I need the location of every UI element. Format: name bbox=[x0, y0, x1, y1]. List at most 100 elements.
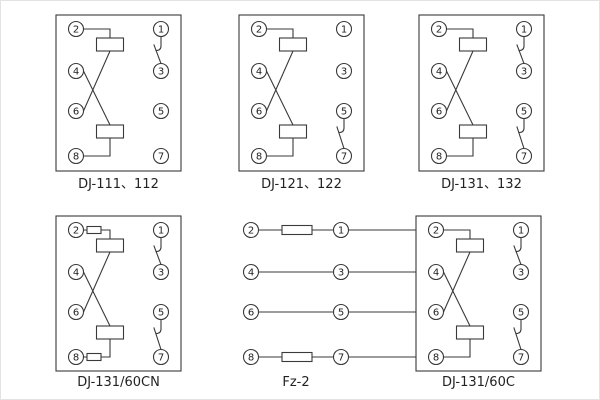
terminal-5: 5 bbox=[152, 303, 170, 321]
terminal-6: 6 bbox=[427, 303, 445, 321]
coil bbox=[458, 37, 488, 52]
terminal-1: 1 bbox=[512, 221, 530, 239]
svg-text:4: 4 bbox=[248, 268, 254, 279]
svg-text:3: 3 bbox=[158, 67, 164, 78]
terminal-8: 8 bbox=[242, 348, 260, 366]
terminal-3: 3 bbox=[515, 62, 533, 80]
svg-text:2: 2 bbox=[73, 226, 79, 237]
terminal-6: 6 bbox=[430, 102, 448, 120]
terminal-7: 7 bbox=[515, 147, 533, 165]
terminal-6: 6 bbox=[67, 303, 85, 321]
terminal-7: 7 bbox=[332, 348, 350, 366]
contact-bottom bbox=[513, 318, 522, 351]
svg-text:3: 3 bbox=[341, 67, 347, 78]
svg-text:7: 7 bbox=[158, 152, 164, 163]
coil bbox=[95, 37, 125, 52]
contact-top bbox=[513, 236, 522, 266]
coil-wiring bbox=[265, 28, 294, 157]
terminal-8: 8 bbox=[250, 147, 268, 165]
terminal-5: 5 bbox=[332, 303, 350, 321]
svg-text:3: 3 bbox=[521, 67, 527, 78]
svg-text:1: 1 bbox=[338, 226, 344, 237]
resistor bbox=[281, 351, 313, 363]
svg-text:7: 7 bbox=[521, 152, 527, 163]
diagram-title: DJ-111、112 bbox=[78, 177, 159, 192]
svg-text:7: 7 bbox=[158, 353, 164, 364]
coil-wiring bbox=[442, 229, 471, 358]
svg-text:1: 1 bbox=[158, 25, 164, 36]
terminal-1: 1 bbox=[152, 20, 170, 38]
terminal-8: 8 bbox=[67, 147, 85, 165]
coil bbox=[455, 238, 485, 253]
contact-top bbox=[153, 236, 162, 266]
diagram-dj-131-60c: 2 4 6 8 1 3 5 7 DJ-131/60C bbox=[415, 215, 542, 390]
terminal-4: 4 bbox=[242, 263, 260, 281]
svg-text:8: 8 bbox=[436, 152, 442, 163]
terminal-7: 7 bbox=[512, 348, 530, 366]
resistor bbox=[86, 225, 102, 235]
terminal-2: 2 bbox=[427, 221, 445, 239]
diagram-title: DJ-131/60CN bbox=[77, 375, 160, 390]
svg-text:5: 5 bbox=[341, 107, 347, 118]
svg-text:6: 6 bbox=[433, 308, 439, 319]
svg-text:5: 5 bbox=[521, 107, 527, 118]
svg-text:2: 2 bbox=[256, 25, 262, 36]
svg-text:6: 6 bbox=[248, 308, 254, 319]
svg-text:8: 8 bbox=[433, 353, 439, 364]
terminal-5: 5 bbox=[515, 102, 533, 120]
terminal-8: 8 bbox=[427, 348, 445, 366]
svg-text:4: 4 bbox=[433, 268, 439, 279]
diagram-fz-2: 2 4 6 8 1 3 5 7 Fz-2 bbox=[242, 221, 430, 390]
svg-text:7: 7 bbox=[341, 152, 347, 163]
svg-text:4: 4 bbox=[256, 67, 262, 78]
svg-text:7: 7 bbox=[518, 353, 524, 364]
terminal-7: 7 bbox=[152, 147, 170, 165]
svg-text:6: 6 bbox=[73, 308, 79, 319]
svg-text:3: 3 bbox=[518, 268, 524, 279]
terminal-4: 4 bbox=[427, 263, 445, 281]
svg-text:2: 2 bbox=[433, 226, 439, 237]
terminal-5: 5 bbox=[152, 102, 170, 120]
svg-text:8: 8 bbox=[256, 152, 262, 163]
diagram-dj-131-60cn: 2 4 6 8 1 3 5 7 DJ-131/60CN bbox=[55, 215, 182, 390]
svg-text:5: 5 bbox=[158, 308, 164, 319]
svg-text:3: 3 bbox=[338, 268, 344, 279]
contact-top bbox=[516, 35, 525, 65]
diagram-dj-131-132: 2 4 6 8 1 3 5 7 DJ-131、132 bbox=[418, 14, 545, 192]
coil bbox=[458, 124, 488, 139]
diagram-title: Fz-2 bbox=[282, 375, 309, 390]
svg-text:2: 2 bbox=[248, 226, 254, 237]
diagram-title: DJ-121、122 bbox=[261, 177, 342, 192]
contact-bottom bbox=[516, 117, 525, 150]
terminal-6: 6 bbox=[242, 303, 260, 321]
terminal-7: 7 bbox=[335, 147, 353, 165]
svg-text:4: 4 bbox=[73, 268, 79, 279]
terminal-4: 4 bbox=[67, 263, 85, 281]
svg-text:5: 5 bbox=[158, 107, 164, 118]
svg-text:1: 1 bbox=[518, 226, 524, 237]
diagram-dj-111-112: 2 4 6 8 1 3 5 7 DJ-111、112 bbox=[55, 14, 182, 192]
terminal-8: 8 bbox=[67, 348, 85, 366]
svg-text:2: 2 bbox=[73, 25, 79, 36]
diagram-dj-121-122: 2 4 6 8 1 3 5 7 DJ-121、122 bbox=[238, 14, 365, 192]
terminal-1: 1 bbox=[335, 20, 353, 38]
diagram-title: DJ-131/60C bbox=[442, 375, 515, 390]
coil bbox=[95, 124, 125, 139]
artwork: 2 4 6 8 1 3 5 7 DJ-111、112 2 4 6 8 1 3 5… bbox=[55, 14, 545, 390]
terminal-3: 3 bbox=[335, 62, 353, 80]
resistor bbox=[86, 352, 102, 362]
terminal-3: 3 bbox=[512, 263, 530, 281]
terminal-3: 3 bbox=[152, 263, 170, 281]
svg-text:8: 8 bbox=[73, 152, 79, 163]
coil bbox=[95, 238, 125, 253]
row-wiring bbox=[257, 229, 335, 358]
coil bbox=[455, 325, 485, 340]
contact-top bbox=[153, 35, 162, 65]
coil-wiring bbox=[82, 229, 111, 358]
svg-text:1: 1 bbox=[521, 25, 527, 36]
terminal-1: 1 bbox=[332, 221, 350, 239]
svg-text:4: 4 bbox=[73, 67, 79, 78]
terminal-5: 5 bbox=[335, 102, 353, 120]
